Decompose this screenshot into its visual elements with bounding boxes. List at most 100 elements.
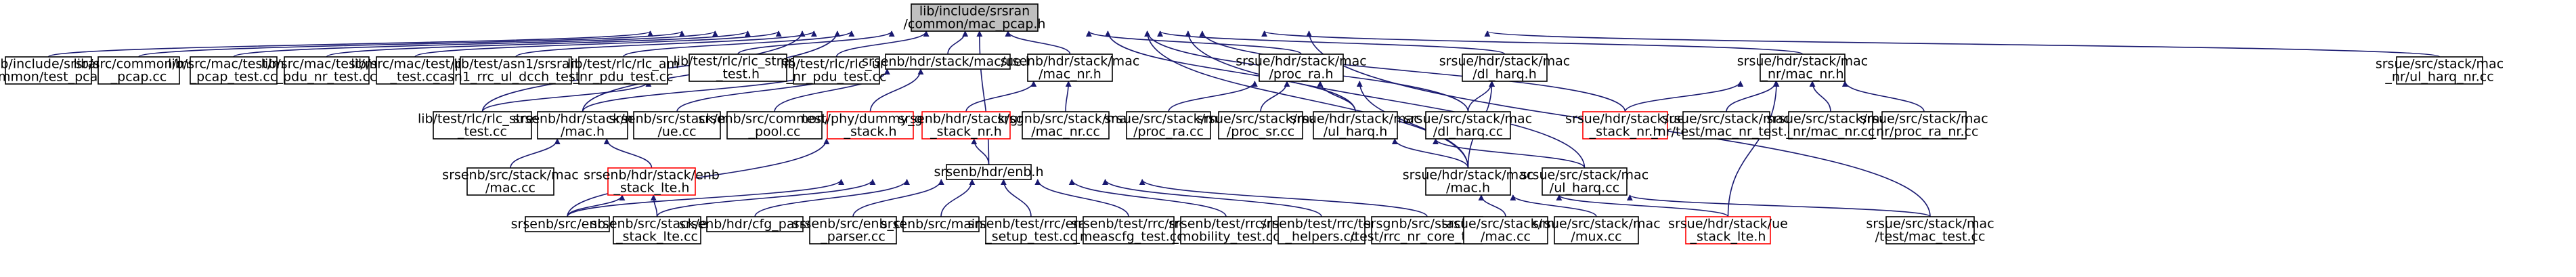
node-box [433,111,532,140]
edge-n14-to-n0 [1261,30,1804,55]
node-box [1126,111,1211,140]
node-box [726,111,823,140]
node-label-line: lib/src/common/mac [74,57,204,72]
node-label-line: _stack.h [843,125,896,140]
graph-node[interactable]: srsenb/src/stack/mac/ue.cc [609,111,745,140]
node-box [1462,54,1548,82]
edge-n43-to-n35 [1068,179,1227,217]
node-label-line: lib/test/asn1/srsran [454,57,577,72]
graph-node[interactable]: srsenb/hdr/cfg_parser.h [679,216,831,232]
graph-node[interactable]: srsenb/test/rrc/rrc_meascfg_test.cc [1071,216,1186,244]
node-box [689,54,787,82]
graph-node[interactable]: srsue/hdr/stack/ue_stack_lte.h [1668,216,1788,244]
edge-n28-to-n14 [1726,81,1779,112]
node-label-line: srsue/src/stack/mac [1532,217,1660,232]
graph-node[interactable]: srsenb/hdr/stack/enb_stack_lte.h [584,167,720,196]
node-box [809,216,897,244]
graph-node[interactable]: srsue/hdr/stack/mac/proc_ra.h [1236,54,1367,82]
node-label-line: srsue/src/stack/mac [1766,112,1894,127]
node-box [827,111,914,140]
node-label-line: /test/mac_test.cc [1875,230,1986,244]
node-label-line: /proc_sr.cc [1227,125,1294,140]
graph-node[interactable]: srsenb/src/stack/mac/mac.cc [442,167,579,196]
edge-n34-to-n25 [1433,138,1586,169]
graph-node[interactable]: lib/src/mac/test/mac_pcap_test.cc [168,56,299,85]
graph-node[interactable]: srsue/src/stack/mac/mux.cc [1532,216,1661,244]
graph-node[interactable]: lib/src/mac/test/mac_pdu_nr_test.cc [261,56,393,85]
node-label-line: srsgnb/src/stack/rrc [1364,217,1490,232]
graph-node[interactable]: srsue/hdr/stack/mac/dl_harq.h [1439,54,1571,82]
graph-node[interactable]: srsue/src/stack/mac_nr/ul_harq_nr.cc [2376,56,2504,85]
node-label-line: srsenb/test/rrc/erab [967,217,1095,232]
graph-node[interactable]: srsue/src/stack/mac/proc_ra.cc [1104,111,1233,140]
node-box [466,167,554,196]
node-label-line: srsue/src/stack/mac [1441,217,1569,232]
graph-node[interactable]: srsenb/src/enb.cc [511,216,624,232]
node-box [613,216,701,244]
graph-node[interactable]: srsue/src/stack/mac/test/mac_test.cc [1866,216,1994,244]
graph-node[interactable]: srsue/hdr/stack/ue_stack_nr.h [1565,111,1685,140]
node-label-line: /mac_nr.cc [1031,125,1100,140]
graph-node[interactable]: srsenb/test/rrc/test_helpers.cc [1261,216,1383,244]
node-label-line: _stack_nr.h [1589,125,1661,140]
node-label-line: /mac.cc [485,181,536,196]
edge-n33-to-n12 [1356,81,1469,169]
graph-node[interactable]: lib/src/common/mac_pcap.cc [74,56,204,85]
graph-node[interactable]: srsue/src/stack/mac/proc_sr.cc [1196,111,1325,140]
graph-node[interactable]: lib/test/rlc/rlc_um_nr_pdu_test.cc [781,56,892,85]
node-label-line: srsenb/hdr/stack/gnb [898,112,1034,127]
graph-node[interactable]: srsue/src/stack/mac/dl_harq.cc [1404,111,1532,140]
graph-node[interactable]: srsenb/src/common/rnti_pool.cc [698,111,851,140]
edge-n41-to-n35 [1000,179,1032,217]
graph-node[interactable]: srsenb/src/main.cc [881,216,1001,232]
node-box [885,54,1011,70]
node-label-line: _stack_lte.h [613,181,690,196]
edge-n48-to-n33 [1556,194,1729,217]
node-box [1278,216,1366,244]
edge-n2-to-n0 [138,30,685,58]
node-label-line: _stack_nr.h [930,125,1002,140]
graph-node[interactable]: lib/test/rlc/rlc_stress_test.h [673,54,803,82]
graph-node[interactable]: srsenb/hdr/stack/mac/ue.h [862,54,1034,70]
edge-n36-to-n21 [567,138,830,217]
graph-node[interactable]: srsenb/test/rrc/rrc_mobility_test.cc [1169,216,1284,244]
graph-node[interactable]: srsue/hdr/stack/mac/mac.h [1403,167,1534,196]
graph-node[interactable]: test/phy/dummy_gnb_stack.h [802,111,939,140]
graph-node[interactable]: srsenb/hdr/stack/mac/mac.h [513,111,653,140]
graph-node[interactable]: srsue/src/stack/mac/ul_harq.cc [1521,167,1649,196]
graph-node[interactable]: lib/include/srsran/common/test_pcap.h [0,56,118,85]
graph-node[interactable]: lib/src/mac/test/pdu_test.cc [351,56,479,85]
graph-node[interactable]: srsgnb/src/stack/mac/mac_nr.cc [997,111,1134,140]
node-label-line: _nr_pdu_test.cc [786,70,887,85]
edge-n9-to-n0 [835,30,930,58]
node-label-line: lib/include/srsran [919,4,1030,19]
node-box [1685,216,1771,244]
graph-node[interactable]: srsenb/hdr/stack/gnb_stack_nr.h [898,111,1034,140]
graph-node[interactable]: srsenb/src/stack/enb_stack_lte.cc [590,216,724,244]
node-label-line: srsue/hdr/stack/mac [1737,54,1869,69]
node-label-line: srsgnb/src/stack/mac [997,112,1134,127]
edge-n44-to-n35 [1102,179,1322,217]
graph-node[interactable]: srsenb/hdr/stack/mac/mac_nr.h [1001,54,1140,82]
graph-node[interactable]: srsue/hdr/stack/mac/ul_harq.h [1290,111,1421,140]
graph-node[interactable]: srsenb/test/rrc/erab_setup_test.cc [967,216,1095,244]
node-label-line: _nr/proc_ra_nr.cc [1869,125,1979,140]
graph-node[interactable]: lib/test/asn1/srsran_asn1_rrc_ul_dcch_te… [433,56,598,85]
node-label-line: srsue/src/stack/mac [1860,112,1988,127]
node-label-line: _test.h [716,67,760,82]
node-label-line: srsue/src/stack/mac [1662,112,1790,127]
graph-node[interactable]: srsue/hdr/stack/mac_nr/mac_nr.h [1737,54,1869,82]
node-box [1313,111,1398,140]
edge-n8-to-n0 [737,30,895,55]
graph-node[interactable]: srsenb/src/enb_cfg_parser.cc [793,216,913,244]
graph-node[interactable]: srsue/src/stack/mac_nr/test/mac_nr_test.… [1651,111,1802,140]
node-box [1885,216,1975,244]
graph-node[interactable]: srsue/src/stack/mac_nr/proc_ra_nr.cc [1860,111,1988,140]
graph-node[interactable]: srsue/src/stack/mac_nr/mac_nr.cc [1766,111,1895,140]
graph-node[interactable]: lib/test/rlc/rlc_am_nr_pdu_test.cc [567,56,679,85]
edge-n35-to-n0 [976,30,990,165]
graph-node[interactable]: srsenb/hdr/enb.h [934,164,1044,180]
graph-node[interactable]: srsue/src/stack/mac/mac.cc [1441,216,1570,244]
graph-node[interactable]: lib/test/rlc/rlc_stress_test.cc [418,111,547,140]
node-box [1542,167,1628,196]
